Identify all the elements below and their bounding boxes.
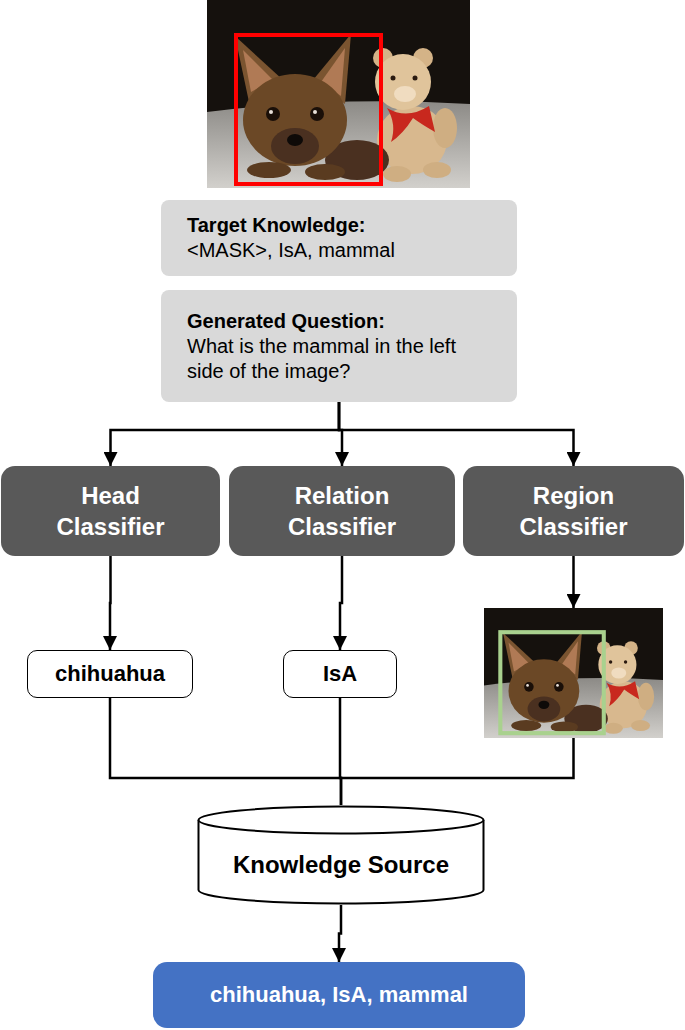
classifier-box: Head Classifier: [1, 466, 220, 556]
connector: [110, 698, 341, 805]
region-arrow: [572, 556, 575, 608]
node-label: IsA: [323, 661, 357, 687]
node-label: chihuahua: [55, 661, 165, 687]
photo-content: [207, 0, 470, 188]
node-label: Region Classifier: [494, 480, 654, 542]
connector: [339, 402, 574, 466]
node-label: Relation Classifier: [262, 480, 422, 542]
output-box: chihuahua: [27, 650, 193, 698]
node-label: chihuahua, IsA, mammal: [210, 982, 468, 1008]
cylinder-top: [199, 807, 484, 834]
connector: [111, 402, 340, 466]
node-body: What is the mammal in the left side of t…: [187, 334, 491, 384]
connector: [109, 556, 112, 650]
connector: [340, 698, 341, 805]
connector: [339, 905, 341, 962]
predicted-bounding-box: [500, 632, 603, 733]
classifier-box: Region Classifier: [463, 466, 684, 556]
connector: [340, 556, 342, 650]
classifier-box: Relation Classifier: [229, 466, 455, 556]
result-box: chihuahua, IsA, mammal: [153, 962, 525, 1028]
node-body: <MASK>, IsA, mammal: [187, 238, 395, 263]
region-photo: [484, 608, 663, 738]
node-label: Generated Question:: [187, 309, 385, 334]
output-box: IsA: [283, 650, 397, 698]
node-label: Knowledge Source: [233, 851, 449, 880]
question-box: Generated Question:What is the mammal in…: [161, 290, 517, 402]
database-cylinder: Knowledge Source: [197, 805, 485, 905]
target-bounding-box: [236, 35, 381, 184]
photo-content: [484, 608, 663, 738]
node-label: Head Classifier: [31, 480, 191, 542]
dog-photo: [207, 0, 470, 188]
merge-line: [340, 738, 574, 778]
node-label: Target Knowledge:: [187, 213, 366, 238]
knowledge-box: Target Knowledge:<MASK>, IsA, mammal: [161, 200, 517, 276]
